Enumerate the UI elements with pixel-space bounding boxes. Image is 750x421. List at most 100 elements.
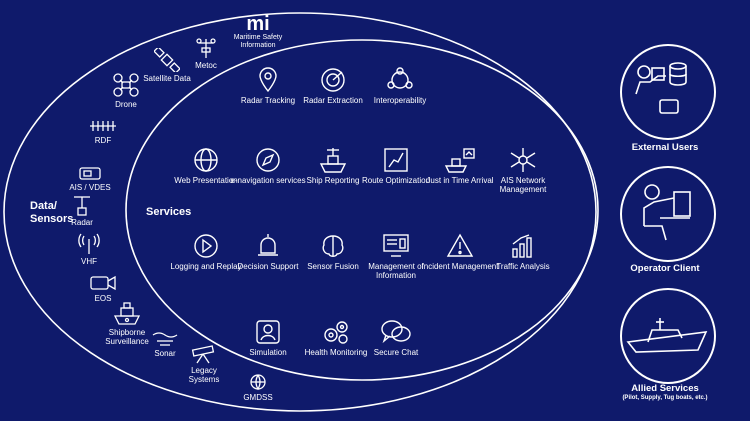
sensor-legacy-label: Legacy Systems bbox=[188, 366, 220, 384]
sonar-icon bbox=[152, 332, 178, 346]
sensor-vhf-label: VHF bbox=[81, 257, 97, 266]
antenna-icon bbox=[90, 121, 116, 131]
service-logging-replay-label: Logging and Replay bbox=[170, 262, 242, 271]
sensor-drone-label: Drone bbox=[115, 100, 137, 109]
vhf-icon bbox=[78, 233, 100, 254]
mi-logo: mi Maritime Safety Information bbox=[228, 14, 288, 50]
gmdss-icon bbox=[250, 374, 266, 391]
service-ship-reporting: Ship Reporting bbox=[288, 146, 378, 185]
external-users-title: External Users bbox=[631, 142, 699, 153]
external-users-icon bbox=[635, 62, 687, 114]
service-radar-extraction: Radar Extraction bbox=[288, 66, 378, 105]
sensor-ais: AIS / VDES bbox=[60, 165, 120, 192]
sensor-vhf: VHF bbox=[64, 233, 114, 266]
service-sensor-fusion-label: Sensor Fusion bbox=[307, 262, 359, 271]
play-icon bbox=[194, 234, 218, 258]
gears-icon bbox=[324, 321, 348, 344]
service-interoperability: Interoperability bbox=[355, 66, 445, 105]
service-info-management: Management of Information bbox=[351, 232, 441, 280]
telescope-icon bbox=[191, 345, 215, 364]
allied-services-title: Allied Services bbox=[631, 383, 699, 394]
network-star-icon bbox=[510, 148, 536, 172]
sensor-metoc-label: Metoc bbox=[195, 61, 217, 70]
sensor-rdf-label: RDF bbox=[94, 136, 112, 145]
radar-icon bbox=[321, 68, 345, 92]
dashboard-icon bbox=[383, 234, 409, 257]
allied-services-label: Allied Services (Pilot, Supply, Tug boat… bbox=[595, 383, 735, 401]
service-decision-support-label: Decision Support bbox=[237, 262, 299, 271]
logo-subtitle: Maritime Safety Information bbox=[233, 34, 283, 49]
sensor-shipborne: Shipborne Surveillance bbox=[87, 300, 167, 346]
service-info-management-label: Management of Information bbox=[368, 262, 424, 280]
service-route-optimization: Route Optimization bbox=[351, 146, 441, 185]
service-enavigation: e-navigation services bbox=[223, 146, 313, 185]
service-incident-management-label: Incident Management bbox=[421, 262, 499, 271]
service-traffic-analysis: Traffic Analysis bbox=[478, 232, 568, 271]
outer-ellipse bbox=[3, 12, 597, 412]
metoc-icon bbox=[196, 38, 216, 58]
service-simulation-label: Simulation bbox=[249, 348, 287, 357]
service-radar-tracking: Radar Tracking bbox=[223, 66, 313, 105]
sensor-radar-label: Radar bbox=[71, 218, 93, 227]
allied-services-circle bbox=[620, 288, 716, 384]
sensor-eos: EOS bbox=[78, 272, 128, 303]
map-pin-icon bbox=[259, 67, 277, 93]
service-enavigation-label: e-navigation services bbox=[230, 176, 306, 185]
service-ais-network-label: AIS Network Management bbox=[499, 176, 547, 194]
sensor-radar: Radar bbox=[57, 194, 107, 227]
external-users-circle bbox=[620, 44, 716, 140]
ship-arrival-icon bbox=[444, 148, 475, 173]
sensor-sonar-label: Sonar bbox=[154, 349, 176, 358]
alarm-bell-icon bbox=[258, 234, 278, 256]
service-health-monitoring-label: Health Monitoring bbox=[304, 348, 368, 357]
drone-icon bbox=[113, 73, 139, 97]
sensor-ais-label: AIS / VDES bbox=[69, 183, 111, 192]
camera-icon bbox=[90, 275, 116, 291]
service-incident-management: Incident Management bbox=[415, 232, 505, 271]
www-globe-icon bbox=[194, 148, 218, 172]
network-icon bbox=[387, 67, 413, 89]
sensor-drone: Drone bbox=[101, 72, 151, 109]
service-web-presentation-label: Web Presentation bbox=[174, 176, 238, 185]
sensor-eos-label: EOS bbox=[94, 294, 112, 303]
service-secure-chat: Secure Chat bbox=[351, 318, 441, 357]
chat-icon bbox=[381, 320, 411, 344]
sensor-gmdss: GMDSS bbox=[233, 371, 283, 402]
sensor-satellite: Satellite Data bbox=[137, 48, 197, 83]
bar-chart-icon bbox=[512, 234, 532, 258]
warning-icon bbox=[446, 233, 474, 257]
operator-client-title: Operator Client bbox=[630, 263, 700, 274]
satellite-icon bbox=[154, 48, 180, 72]
ais-icon bbox=[79, 167, 101, 180]
service-simulation: Simulation bbox=[223, 318, 313, 357]
operator-icon bbox=[643, 184, 691, 241]
data-sensors-title: Data/ Sensors bbox=[30, 200, 74, 225]
compass-icon bbox=[256, 148, 280, 172]
ship-icon bbox=[113, 302, 141, 325]
service-traffic-analysis-label: Traffic Analysis bbox=[496, 262, 550, 271]
service-health-monitoring: Health Monitoring bbox=[291, 318, 381, 357]
operator-client-label: Operator Client bbox=[595, 263, 735, 274]
service-radar-tracking-label: Radar Tracking bbox=[240, 96, 296, 105]
brain-icon bbox=[322, 235, 344, 257]
logo-mark: mi bbox=[246, 13, 270, 35]
route-icon bbox=[384, 148, 408, 172]
sensor-satellite-label: Satellite Data bbox=[143, 74, 191, 83]
sensor-rdf: RDF bbox=[78, 118, 128, 145]
allied-services-subtitle: (Pilot, Supply, Tug boats, etc.) bbox=[622, 395, 708, 401]
service-ship-reporting-label: Ship Reporting bbox=[306, 176, 360, 185]
sensor-metoc: Metoc bbox=[181, 37, 231, 70]
service-logging-replay: Logging and Replay bbox=[161, 232, 251, 271]
ship-report-icon bbox=[319, 148, 347, 173]
service-sensor-fusion: Sensor Fusion bbox=[288, 232, 378, 271]
service-secure-chat-label: Secure Chat bbox=[373, 348, 419, 357]
service-web-presentation: Web Presentation bbox=[161, 146, 251, 185]
service-just-in-time-label: Just in Time Arrival bbox=[426, 176, 494, 185]
service-ais-network: AIS Network Management bbox=[478, 146, 568, 194]
inner-ellipse bbox=[125, 39, 599, 381]
services-title: Services bbox=[146, 206, 192, 218]
radar-mast-icon bbox=[74, 196, 90, 216]
sensor-gmdss-label: GMDSS bbox=[243, 393, 273, 402]
service-decision-support: Decision Support bbox=[223, 232, 313, 271]
